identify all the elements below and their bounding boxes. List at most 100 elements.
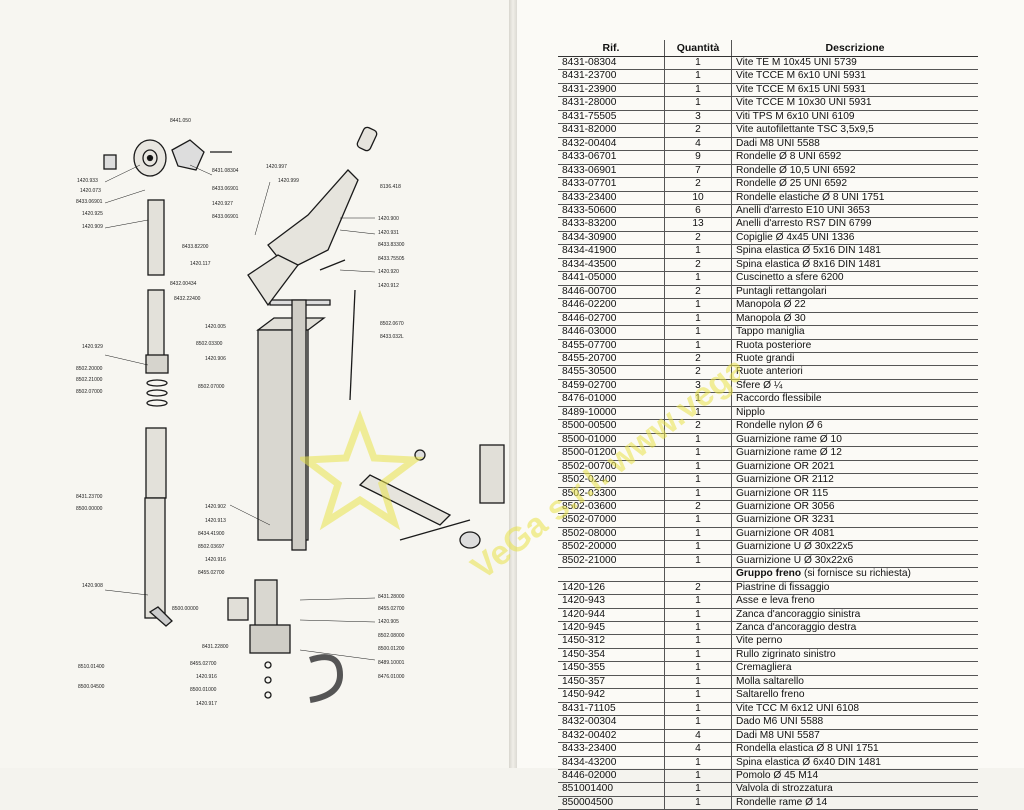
part-quantity: 13: [664, 217, 732, 232]
part-number: 8446-00700: [558, 285, 665, 300]
part-quantity: 1: [664, 527, 732, 542]
part-description: Guarnizione U Ø 30x22x5: [731, 540, 978, 555]
part-description: Anelli d'arresto RS7 DIN 6799: [731, 217, 978, 232]
part-description: Dadi M8 UNI 5587: [731, 729, 978, 744]
diagram-label: 8489.10001: [378, 660, 405, 666]
part-quantity: 2: [664, 123, 732, 138]
diagram-label: 8510.01400: [78, 664, 105, 670]
part-description: Rondella elastica Ø 8 UNI 1751: [731, 742, 978, 757]
part-description: Cuscinetto a sfere 6200: [731, 271, 978, 286]
part-description: Rondelle elastiche Ø 8 UNI 1751: [731, 191, 978, 206]
part-number: 8431-23900: [558, 83, 665, 98]
part-number: 8431-08304: [558, 56, 665, 71]
part-description: Rondelle Ø 10,5 UNI 6592: [731, 164, 978, 179]
left-tube-drawing: [144, 199, 173, 627]
part-description: Vite TCC M 6x12 UNI 6108: [731, 702, 978, 717]
group-qty-empty: [664, 567, 732, 582]
part-quantity: 4: [664, 742, 732, 757]
part-quantity: 1: [664, 675, 732, 690]
diagram-label: 1420.920: [378, 269, 399, 275]
part-number: 8431-28000: [558, 96, 665, 111]
part-number: 8502-20000: [558, 540, 665, 555]
part-quantity: 1: [664, 83, 732, 98]
part-number: 8502-03600: [558, 500, 665, 515]
part-description: Dadi M8 UNI 5588: [731, 137, 978, 152]
diagram-label: 8433.82200: [182, 244, 209, 250]
part-description: Guarnizione OR 4081: [731, 527, 978, 542]
part-description: Spina elastica Ø 6x40 DIN 1481: [731, 756, 978, 771]
part-number: 8502-21000: [558, 554, 665, 569]
diagram-label: 8431.23700: [76, 494, 103, 500]
part-number: 1420-943: [558, 594, 665, 609]
part-quantity: 1: [664, 661, 732, 676]
part-number: 8434-41900: [558, 244, 665, 259]
part-number: 8432-00404: [558, 137, 665, 152]
part-number: 8433-07701: [558, 177, 665, 192]
part-description: Ruote grandi: [731, 352, 978, 367]
table-header-row: Rif. Quantità Descrizione: [558, 40, 978, 57]
part-quantity: 2: [664, 419, 732, 434]
part-quantity: 1: [664, 513, 732, 528]
part-description: Dado M6 UNI 5588: [731, 715, 978, 730]
part-number: 8431-23700: [558, 69, 665, 84]
diagram-label: 1420.902: [205, 504, 226, 510]
part-description: Manopola Ø 22: [731, 298, 978, 313]
diagram-label: 8431.28000: [378, 594, 405, 600]
part-description: Saltarello freno: [731, 688, 978, 703]
part-quantity: 1: [664, 540, 732, 555]
part-description: Guarnizione rame Ø 12: [731, 446, 978, 461]
diagram-label: 1420.997: [266, 164, 287, 170]
header-rif: Rif.: [558, 40, 665, 57]
part-number: 8502-07000: [558, 513, 665, 528]
diagram-label: 1420.925: [82, 211, 103, 217]
part-number: 8446-02200: [558, 298, 665, 313]
part-number: 8433-06901: [558, 164, 665, 179]
part-quantity: 2: [664, 352, 732, 367]
diagram-label: 1420.900: [378, 216, 399, 222]
part-quantity: 1: [664, 688, 732, 703]
part-quantity: 1: [664, 406, 732, 421]
part-number: 8455-20700: [558, 352, 665, 367]
part-quantity: 1: [664, 69, 732, 84]
part-description: Guarnizione U Ø 30x22x6: [731, 554, 978, 569]
part-number: 8433-23400: [558, 742, 665, 757]
main-column-drawing: [247, 126, 378, 551]
part-quantity: 10: [664, 191, 732, 206]
diagram-label: 1420.931: [378, 230, 399, 236]
header-quantita: Quantità: [664, 40, 732, 57]
part-description: Molla saltarello: [731, 675, 978, 690]
part-description: Rullo zigrinato sinistro: [731, 648, 978, 663]
part-description: Rondelle Ø 8 UNI 6592: [731, 150, 978, 165]
part-quantity: 2: [664, 177, 732, 192]
part-description: Spina elastica Ø 8x16 DIN 1481: [731, 258, 978, 273]
group-header-row: Gruppo freno (si fornisce su richiesta): [558, 567, 978, 582]
part-quantity: 1: [664, 96, 732, 111]
part-number: 8446-03000: [558, 325, 665, 340]
part-quantity: 1: [664, 271, 732, 286]
part-number: 8500-00500: [558, 419, 665, 434]
part-number: 8455-30500: [558, 365, 665, 380]
part-description: Rondelle rame Ø 14: [731, 796, 978, 810]
part-quantity: 1: [664, 298, 732, 313]
diagram-label: 1420.005: [205, 324, 226, 330]
diagram-label: 8500.00000: [172, 606, 199, 612]
diagram-label: 8502.07000: [76, 389, 103, 395]
